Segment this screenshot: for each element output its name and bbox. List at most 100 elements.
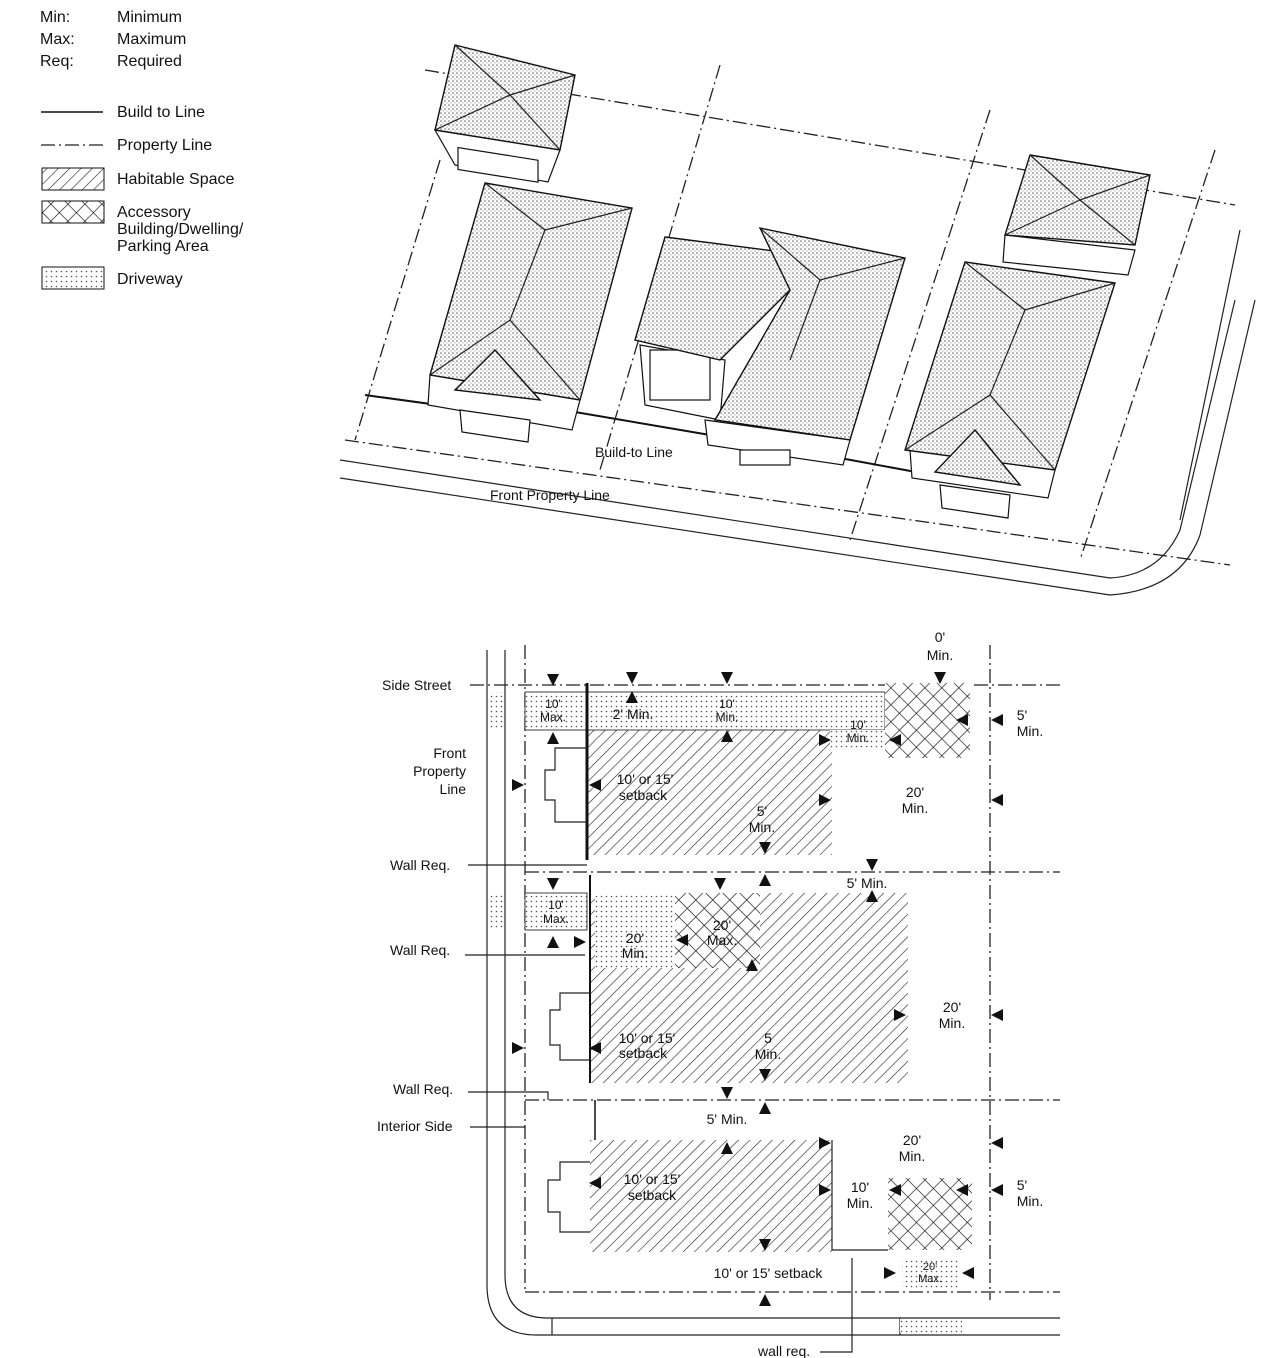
- abbr-req-meaning: Required: [117, 53, 182, 70]
- dimension-arrow-icon: [759, 1239, 771, 1251]
- lot3-habitable-space: [590, 1140, 832, 1252]
- legend-property-line: Property Line: [117, 137, 212, 154]
- lot2-5-min: Min.: [755, 1046, 781, 1062]
- dimension-arrow-icon: [956, 714, 968, 726]
- dimension-arrow-icon: [991, 1184, 1003, 1196]
- label-front-property-line: Front Property Line: [490, 487, 610, 503]
- lot2-5-min-top: 5' Min.: [847, 875, 888, 891]
- dimension-arrow-icon: [512, 1042, 524, 1054]
- lot3-5-right: 5': [1017, 1177, 1027, 1193]
- dimension-arrow-icon: [759, 842, 771, 854]
- driveway-swatch: [41, 266, 105, 290]
- habitable-space-swatch: [41, 167, 105, 191]
- dimension-arrow-icon: [746, 959, 758, 971]
- lot2-20-max: Max.: [707, 932, 737, 948]
- legend-accessory-1: Accessory: [117, 204, 191, 221]
- legend-build-to-line: Build to Line: [117, 104, 205, 121]
- label-wall-req-2: Wall Req.: [390, 942, 450, 958]
- lot2-5: 5: [764, 1030, 772, 1046]
- abbr-min: Min:: [40, 9, 70, 26]
- dimension-arrow-icon: [547, 732, 559, 744]
- dimension-arrow-icon: [512, 779, 524, 791]
- dimension-arrow-icon: [819, 794, 831, 806]
- dimension-arrow-icon: [884, 1267, 896, 1279]
- dimension-arrow-icon: [547, 936, 559, 948]
- lot1-accessory: [885, 683, 970, 758]
- lot1-10-right: 10': [850, 718, 866, 732]
- legend-habitable-space: Habitable Space: [117, 171, 235, 188]
- dimension-arrow-icon: [547, 878, 559, 890]
- dimension-arrow-icon: [626, 672, 638, 684]
- dimension-arrow-icon: [991, 1137, 1003, 1149]
- perspective-view: Build-to Line Front Property Line: [339, 44, 1256, 596]
- lot3-driveway: [902, 1258, 960, 1288]
- site-plan: Side Street Front Property Line Wall Req…: [377, 629, 1060, 1358]
- lot2-20-rear: 20': [943, 999, 961, 1015]
- dimension-arrow-icon: [721, 1087, 733, 1099]
- lot2-drive-max: Max.: [543, 912, 569, 926]
- dimension-arrow-icon: [866, 859, 878, 871]
- lot3-setback-1: 10' or 15': [624, 1171, 681, 1187]
- abbr-min-meaning: Minimum: [117, 9, 182, 26]
- dimension-arrow-icon: [721, 672, 733, 684]
- dimension-arrow-icon: [934, 672, 946, 684]
- dimension-arrow-icon: [589, 779, 601, 791]
- lot3-5-min-right: Min.: [1017, 1193, 1043, 1209]
- lot2-setback-1: 10' or 15': [619, 1030, 676, 1046]
- label-wall-req-bottom: wall req.: [757, 1343, 810, 1358]
- lot3-20-max-val: 20': [923, 1261, 937, 1273]
- dimension-arrow-icon: [991, 714, 1003, 726]
- lot2-20-min-hab: Min.: [622, 945, 648, 961]
- dimension-arrow-icon: [759, 1069, 771, 1081]
- dimension-arrow-icon: [866, 890, 878, 902]
- lot1-driveway: [524, 691, 886, 731]
- abbr-max-meaning: Maximum: [117, 31, 186, 48]
- lot3-bottom-setback: 10' or 15' setback: [714, 1265, 824, 1281]
- porch: [739, 449, 791, 466]
- lot1-10-min-right: Min.: [847, 731, 870, 745]
- label-front-3: Line: [440, 781, 467, 797]
- abbr-req: Req:: [40, 53, 74, 70]
- lot3-20: 20': [903, 1132, 921, 1148]
- abbr-max: Max:: [40, 31, 75, 48]
- dimension-arrow-icon: [676, 934, 688, 946]
- lot1-10-top: 10': [719, 697, 735, 711]
- dimension-arrow-icon: [819, 1184, 831, 1196]
- lot1-5-right: 5': [1017, 707, 1027, 723]
- lot1-setback-1: 10' or 15': [617, 771, 674, 787]
- dimension-arrow-icon: [714, 878, 726, 890]
- lot2-driveway: [524, 892, 588, 931]
- label-wall-req-3: Wall Req.: [393, 1081, 453, 1097]
- lot3-20-max: Max.: [918, 1273, 942, 1285]
- lot1-5: 5': [757, 803, 767, 819]
- label-interior-side: Interior Side: [377, 1118, 453, 1134]
- dimension-arrow-icon: [956, 1184, 968, 1196]
- dimension-arrow-icon: [889, 734, 901, 746]
- lot1-drive-max: Max.: [540, 710, 566, 724]
- dimension-arrow-icon: [819, 1137, 831, 1149]
- legend-driveway: Driveway: [117, 271, 183, 288]
- dimension-arrow-icon: [894, 1009, 906, 1021]
- dimension-arrow-icon: [819, 734, 831, 746]
- lot3-5-min-top: 5' Min.: [707, 1111, 748, 1127]
- dimension-arrow-icon: [574, 936, 586, 948]
- dimension-arrow-icon: [991, 794, 1003, 806]
- dimension-arrow-icon: [889, 1184, 901, 1196]
- dimension-arrow-icon: [721, 1142, 733, 1154]
- lot2-accessory: [675, 893, 760, 968]
- dimension-arrow-icon: [547, 674, 559, 686]
- label-front-2: Property: [413, 763, 466, 779]
- lot3-10: 10': [851, 1179, 869, 1195]
- lot3-10-min: Min.: [847, 1195, 873, 1211]
- sidewalk-driveway: [900, 1319, 962, 1333]
- dimension-arrow-icon: [589, 1177, 601, 1189]
- label-side-street: Side Street: [382, 677, 451, 693]
- dimension-arrow-icon: [721, 730, 733, 742]
- dimension-arrow-icon: [589, 1042, 601, 1054]
- accessory-swatch: [41, 200, 105, 224]
- lot2-setback-2: setback: [619, 1045, 668, 1061]
- lot1-habitable-space: [587, 730, 832, 855]
- lot1-rear-0: 0': [935, 629, 945, 645]
- lot2-20-min-rear: Min.: [939, 1015, 965, 1031]
